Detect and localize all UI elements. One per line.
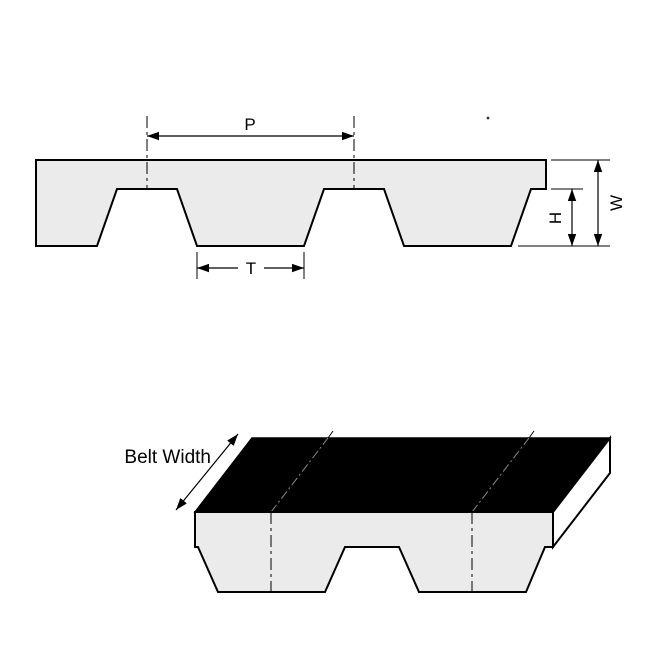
belt-profile-shape: [35, 159, 547, 247]
belt-width-arrow: [175, 433, 239, 511]
top-face-centerline-tick-2: [528, 430, 535, 439]
tooth-label-mask: [238, 257, 264, 278]
belt-thickness-label: W: [607, 195, 626, 211]
cross-section-view: P T H W: [35, 115, 626, 279]
belt-thickness-dimension: W: [518, 159, 626, 247]
top-face-centerline-tick-1: [327, 430, 334, 439]
tooth-width-label: T: [246, 259, 256, 278]
tooth-height-label: H: [546, 212, 565, 224]
belt-front-face: [194, 511, 554, 593]
belt-width-dimension: Belt Width: [124, 433, 239, 511]
pitch-dimension: P: [147, 115, 354, 141]
belt-top-face: [193, 437, 612, 513]
isometric-view: Belt Width: [124, 430, 612, 593]
pitch-label: P: [244, 115, 255, 134]
top-face-centerline-2: [471, 437, 530, 513]
top-face-centerline-1: [270, 437, 329, 513]
tooth-height-dimension: H: [546, 188, 583, 246]
tooth-width-dimension: T: [196, 252, 305, 279]
stray-mark: [486, 116, 490, 120]
belt-width-label: Belt Width: [124, 447, 211, 468]
